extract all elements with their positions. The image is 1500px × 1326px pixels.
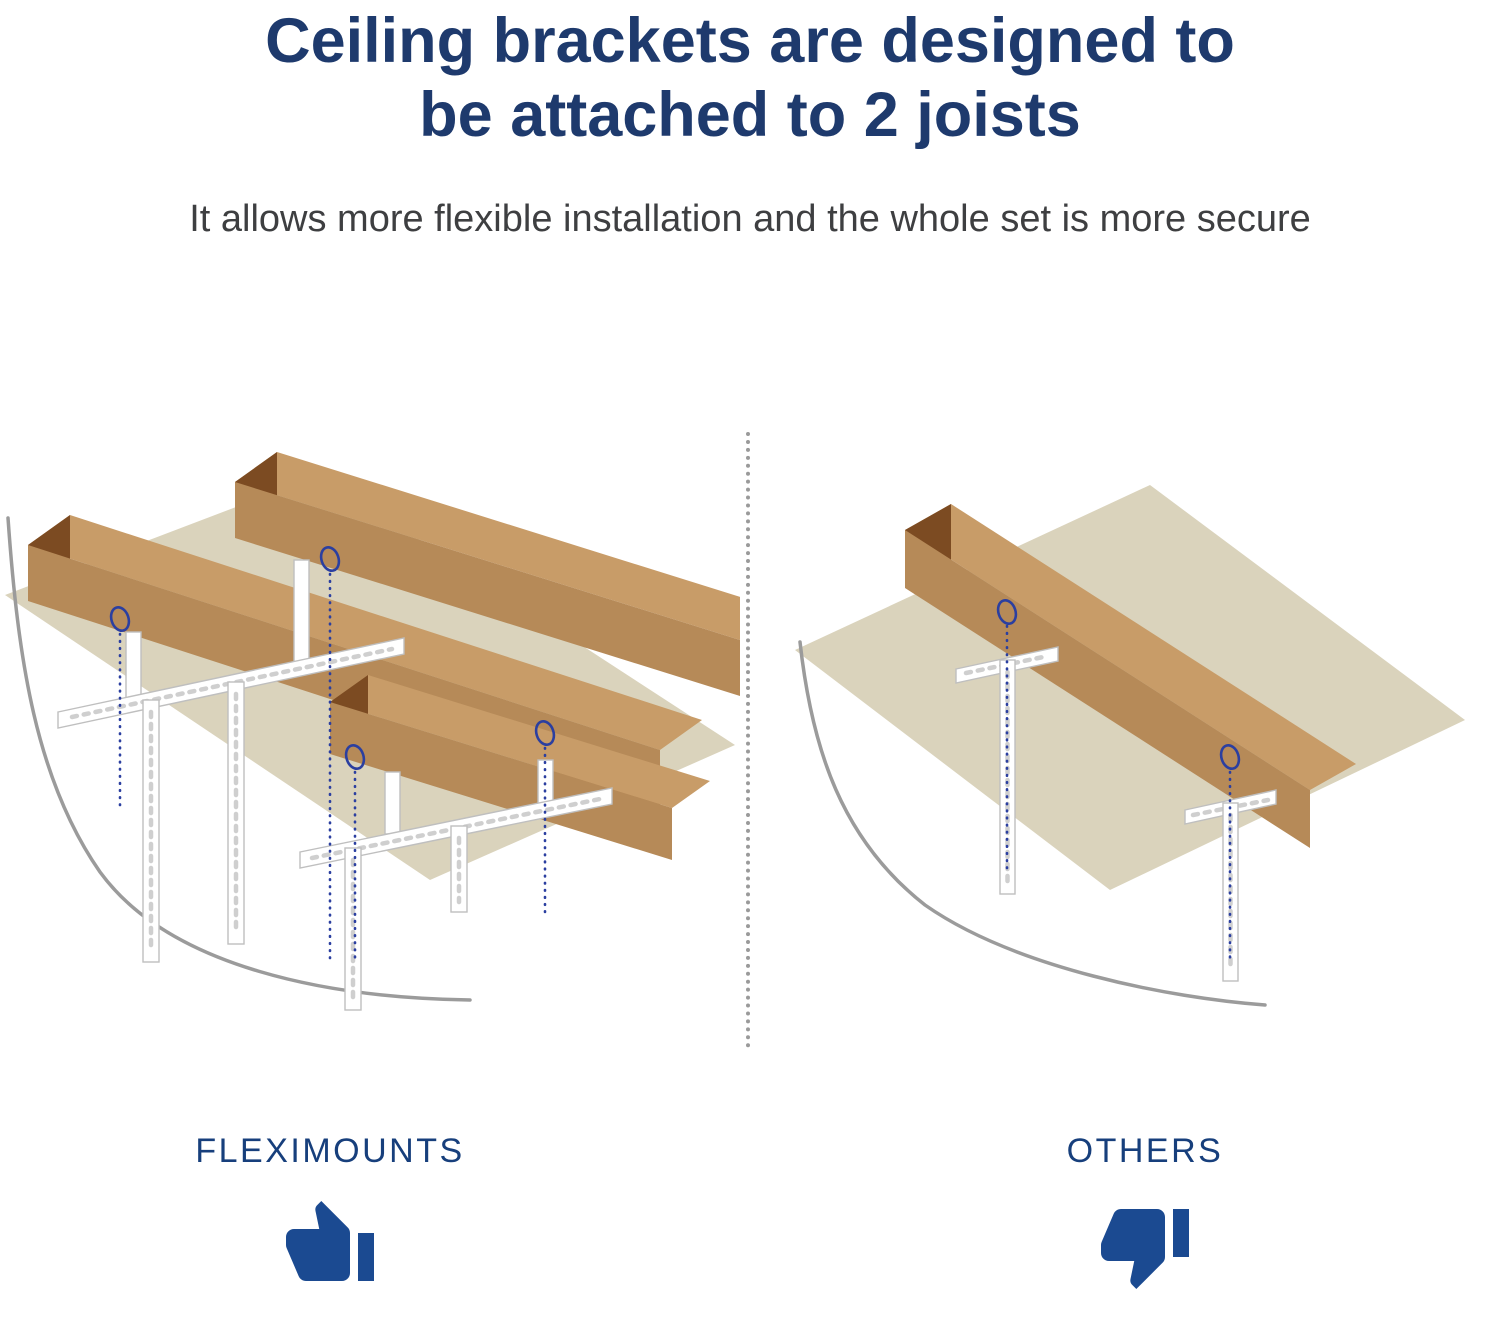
- screw-marker: [534, 719, 556, 747]
- screw-marker: [996, 598, 1018, 626]
- fleximounts-label: FLEXIMOUNTS: [195, 1132, 465, 1170]
- screw-marker: [319, 545, 341, 573]
- thumbs-down-icon: [1101, 1209, 1189, 1289]
- title-line-1: Ceiling brackets are designed to: [265, 6, 1235, 76]
- thumbs-up-icon: [286, 1201, 374, 1281]
- joist: [330, 675, 710, 860]
- ceiling-bracket-assembly: [57, 559, 405, 963]
- fleximounts-caption: FLEXIMOUNTS: [120, 1132, 540, 1298]
- screw-marker: [344, 743, 366, 771]
- bracket-tab: [125, 631, 142, 699]
- wall-sweep-line: [798, 640, 1267, 1007]
- wall-sweep-line: [6, 516, 472, 1002]
- screw-marker: [1219, 743, 1241, 771]
- screw-guides: [996, 598, 1241, 962]
- screw-guides: [109, 545, 556, 962]
- bracket-post: [999, 659, 1016, 895]
- subtitle: It allows more flexible installation and…: [189, 198, 1311, 240]
- others-caption: OTHERS: [950, 1132, 1340, 1298]
- panel-divider: [746, 432, 750, 1048]
- bracket-tab: [384, 771, 401, 835]
- bracket-tab: [293, 559, 310, 663]
- joist: [905, 504, 1356, 848]
- ceiling-bracket-assembly: [299, 759, 613, 1011]
- others-label: OTHERS: [1066, 1132, 1224, 1170]
- fleximounts-illustration: [5, 452, 740, 1011]
- screw-marker: [109, 605, 131, 633]
- others-illustration: [795, 485, 1465, 1007]
- title-line-2: be attached to 2 joists: [419, 80, 1081, 151]
- joist: [235, 452, 740, 696]
- bracket-post: [344, 847, 362, 1011]
